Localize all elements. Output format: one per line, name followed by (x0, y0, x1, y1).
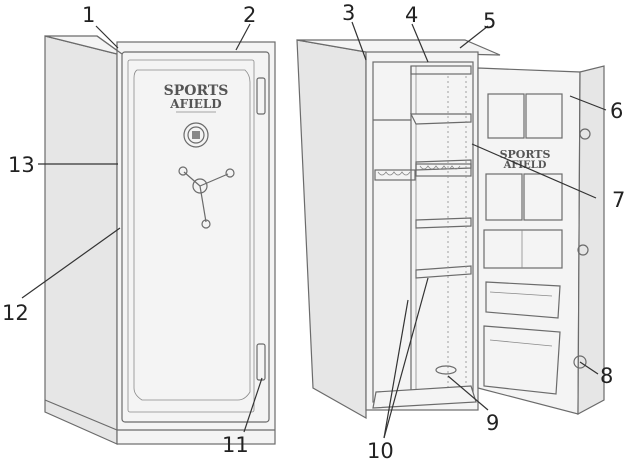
callout-6: 6 (610, 99, 623, 123)
three-spoke-handle (178, 166, 235, 229)
brand-logo: SPORTS AFIELD (164, 83, 229, 113)
callout-5: 5 (483, 9, 496, 33)
callout-11: 11 (222, 433, 249, 457)
closed-safe: SPORTS AFIELD (44, 35, 276, 445)
callout-3: 3 (342, 1, 355, 25)
callout-12: 12 (2, 301, 29, 325)
logo-line-2: AFIELD (169, 97, 221, 111)
callout-7: 7 (612, 188, 625, 212)
open-safe: SPORTS AFIELD (296, 39, 605, 420)
inner-logo-line-2: AFIELD (503, 160, 547, 171)
callout-8: 8 (600, 364, 613, 388)
door-organizer-pockets (483, 93, 563, 395)
callout-13: 13 (8, 153, 35, 177)
callout-10: 10 (367, 439, 394, 463)
open-door: SPORTS AFIELD (477, 65, 605, 416)
electronic-lock-dial (183, 122, 209, 148)
leader-lines (21, 21, 607, 439)
callout-1: 1 (82, 3, 95, 27)
callout-4: 4 (405, 3, 418, 27)
logo-line-1: SPORTS (164, 83, 229, 99)
callout-2: 2 (243, 3, 256, 27)
inner-logo-line-1: SPORTS (500, 148, 551, 161)
gun-rack (374, 163, 472, 181)
callout-9: 9 (486, 411, 499, 435)
